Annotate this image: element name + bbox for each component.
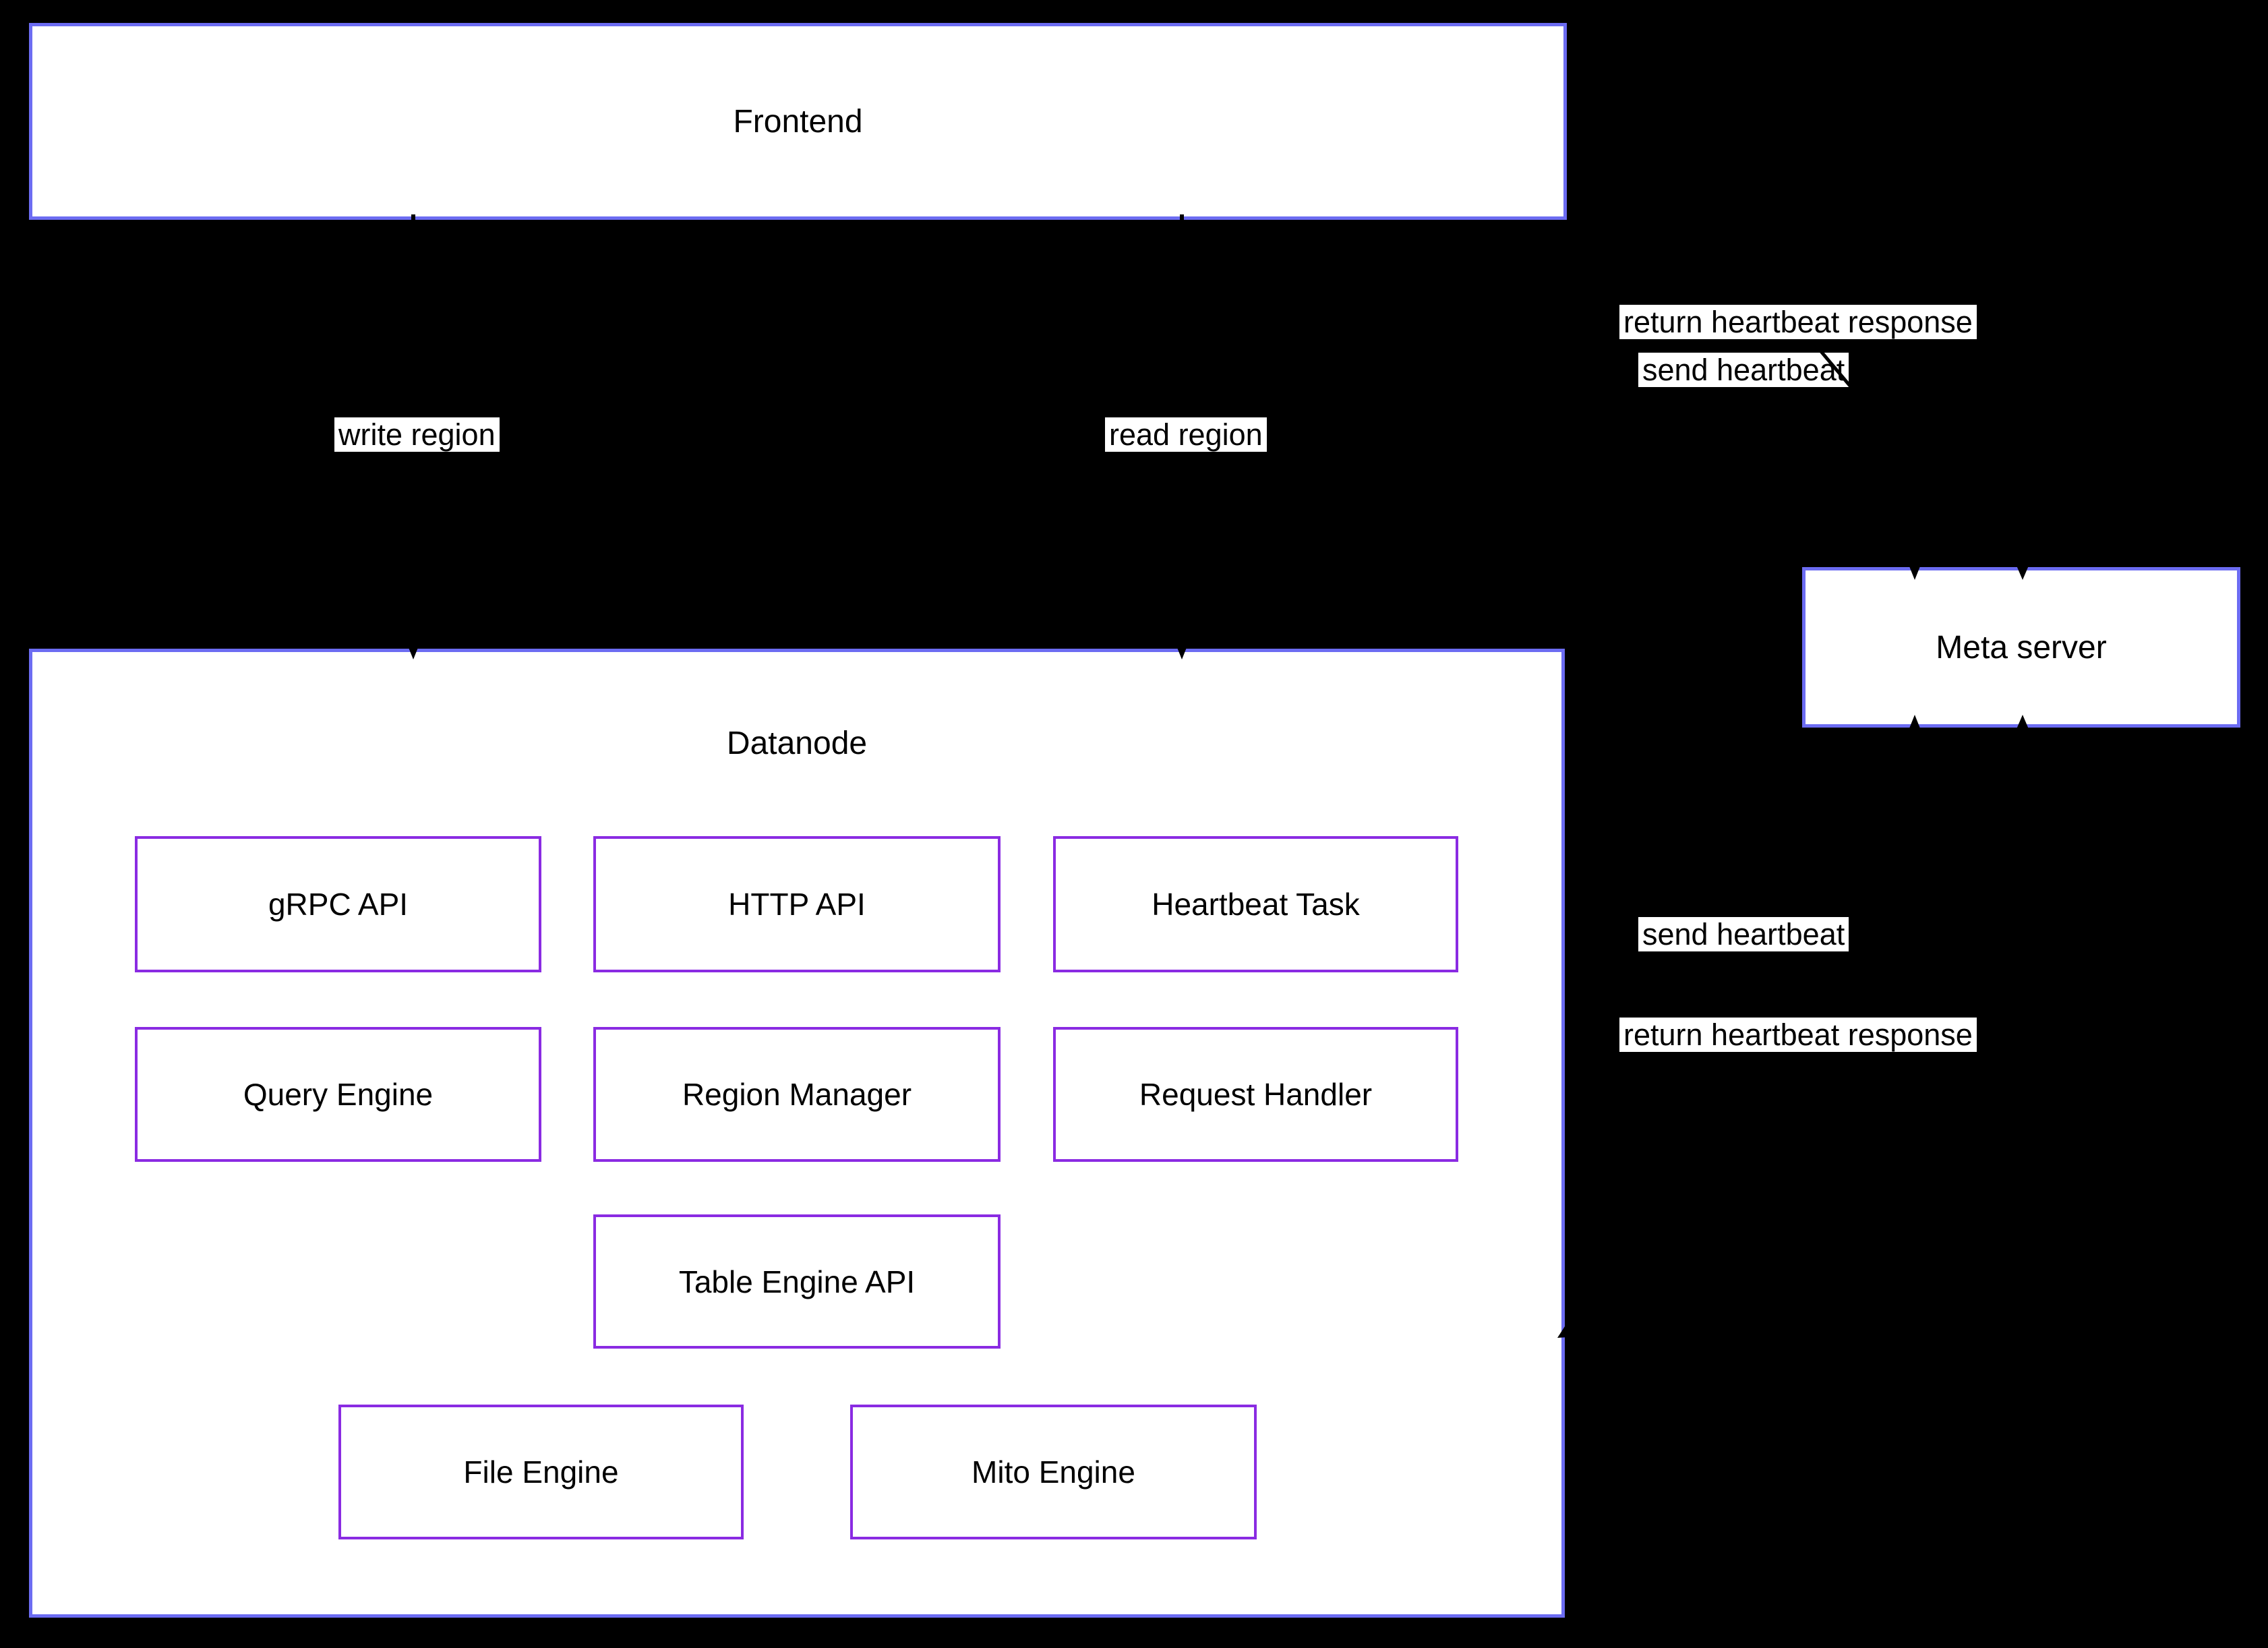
meta-server-box: Meta server [1802,567,2240,728]
query-engine-box: Query Engine [135,1027,541,1162]
edge-label-return-heartbeat-response-side: return heartbeat response [1619,1018,1977,1052]
grpc-api-label: gRPC API [268,887,409,922]
edge-label-send-heartbeat-top: send heartbeat [1638,353,1849,387]
edge-label-return-heartbeat-response-top: return heartbeat response [1619,305,1977,339]
mito-engine-box: Mito Engine [850,1405,1257,1539]
request-handler-box: Request Handler [1053,1027,1458,1162]
heartbeat-task-label: Heartbeat Task [1152,887,1360,922]
edge-label-send-heartbeat-side: send heartbeat [1638,917,1849,951]
request-handler-label: Request Handler [1139,1077,1373,1112]
http-api-box: HTTP API [593,836,1001,972]
table-engine-api-label: Table Engine API [678,1264,916,1299]
file-engine-box: File Engine [338,1405,744,1539]
file-engine-label: File Engine [463,1454,619,1490]
edge-label-write-region: write region [334,417,500,452]
region-manager-box: Region Manager [593,1027,1001,1162]
grpc-api-box: gRPC API [135,836,541,972]
heartbeat-task-box: Heartbeat Task [1053,836,1458,972]
table-engine-api-box: Table Engine API [593,1214,1001,1349]
region-manager-label: Region Manager [682,1077,912,1112]
frontend-box: Frontend [29,23,1567,220]
edge-label-read-region: read region [1105,417,1267,452]
mito-engine-label: Mito Engine [972,1454,1135,1490]
query-engine-label: Query Engine [243,1077,434,1112]
datanode-label: Datanode [726,726,868,761]
http-api-label: HTTP API [728,887,866,922]
meta-server-label: Meta server [1936,629,2107,666]
frontend-label: Frontend [733,103,863,140]
